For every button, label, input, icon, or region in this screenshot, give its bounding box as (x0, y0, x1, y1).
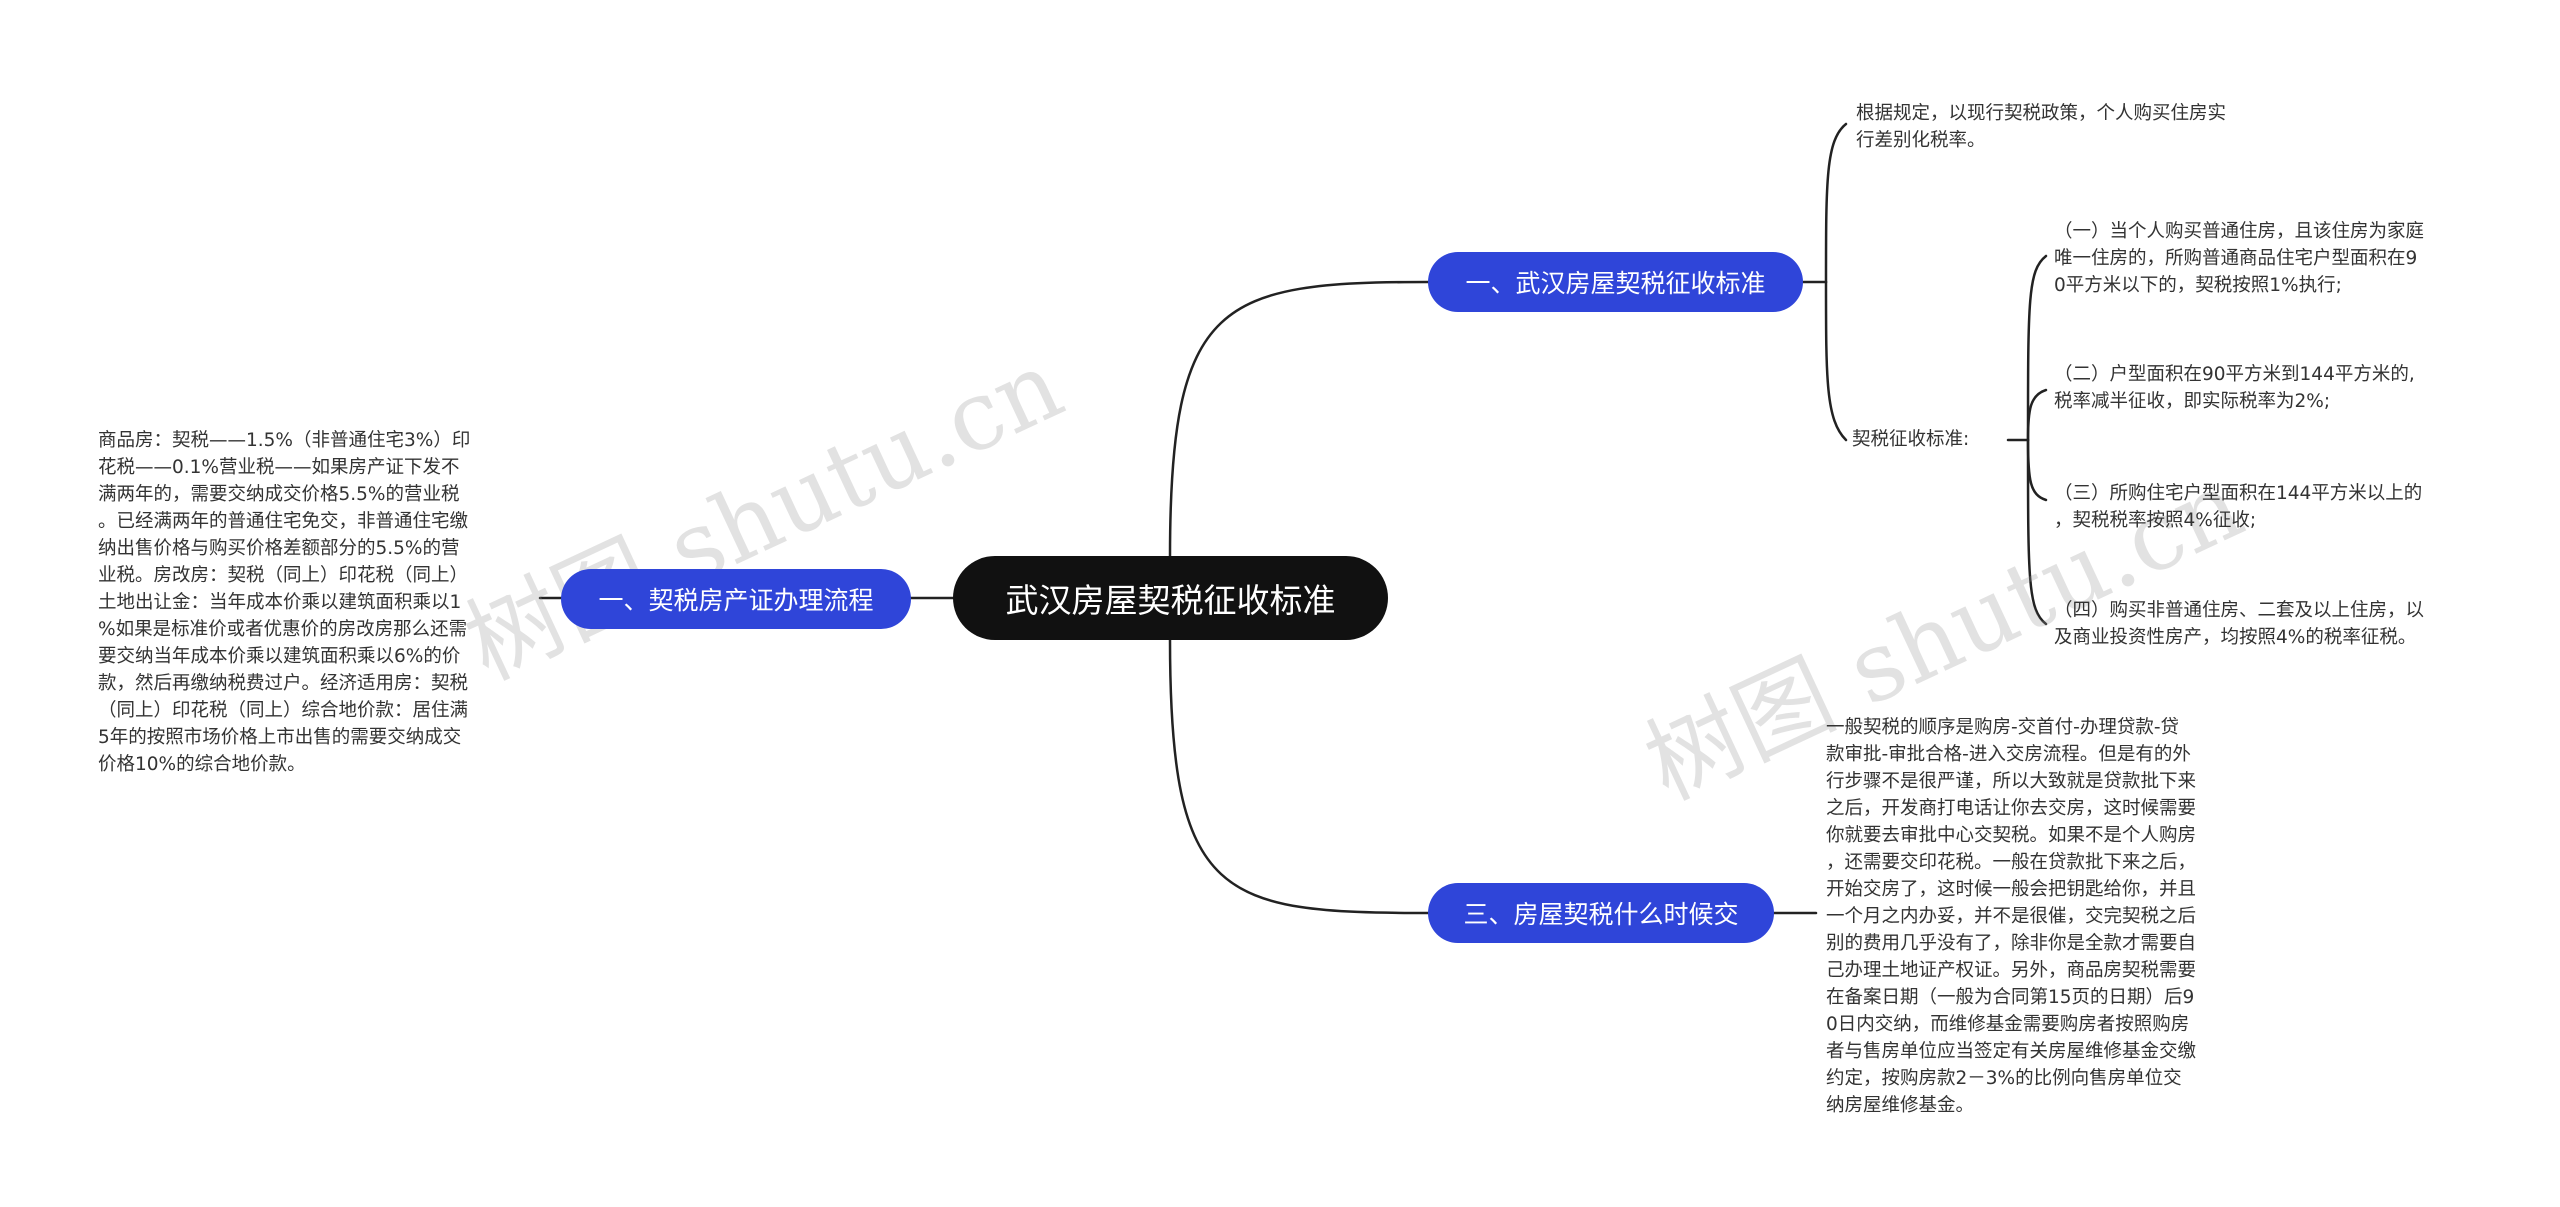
leaf-process-text[interactable]: 商品房：契税——1.5%（非普通住宅3%）印 花税——0.1%营业税——如果房产… (98, 430, 471, 775)
branch-node-tax-standard[interactable]: 一、武汉房屋契税征收标准 (1428, 252, 1803, 312)
leaf-intro-text[interactable]: 根据规定，以现行契税政策，个人购买住房实 行差别化税率。 (1856, 103, 2227, 151)
leaf-standard-item-1[interactable]: （一）当个人购买普通住房，且该住房为家庭 唯一住房的，所购普通商品住宅户型面积在… (2054, 221, 2425, 296)
root-node[interactable]: 武汉房屋契税征收标准 (953, 556, 1388, 640)
leaf-standard-item-2[interactable]: （二）户型面积在90平方米到144平方米的, 税率减半征收，即实际税率为2%; (2054, 364, 2415, 412)
leaf-standard-item-4[interactable]: （四）购买非普通住房、二套及以上住房，以 及商业投资性房产，均按照4%的税率征税… (2054, 600, 2425, 648)
leaf-tax-standard-label[interactable]: 契税征收标准: (1852, 429, 1970, 450)
branch-node-when-to-pay[interactable]: 三、房屋契税什么时候交 (1428, 883, 1774, 943)
branch-node-certificate-process[interactable]: 一、契税房产证办理流程 (561, 569, 911, 629)
leaf-when-to-pay-text[interactable]: 一般契税的顺序是购房-交首付-办理贷款-贷 款审批-审批合格-进入交房流程。但是… (1826, 717, 2197, 1116)
leaf-standard-item-3[interactable]: （三）所购住宅户型面积在144平方米以上的 ，契税税率按照4%征收; (2054, 483, 2423, 531)
